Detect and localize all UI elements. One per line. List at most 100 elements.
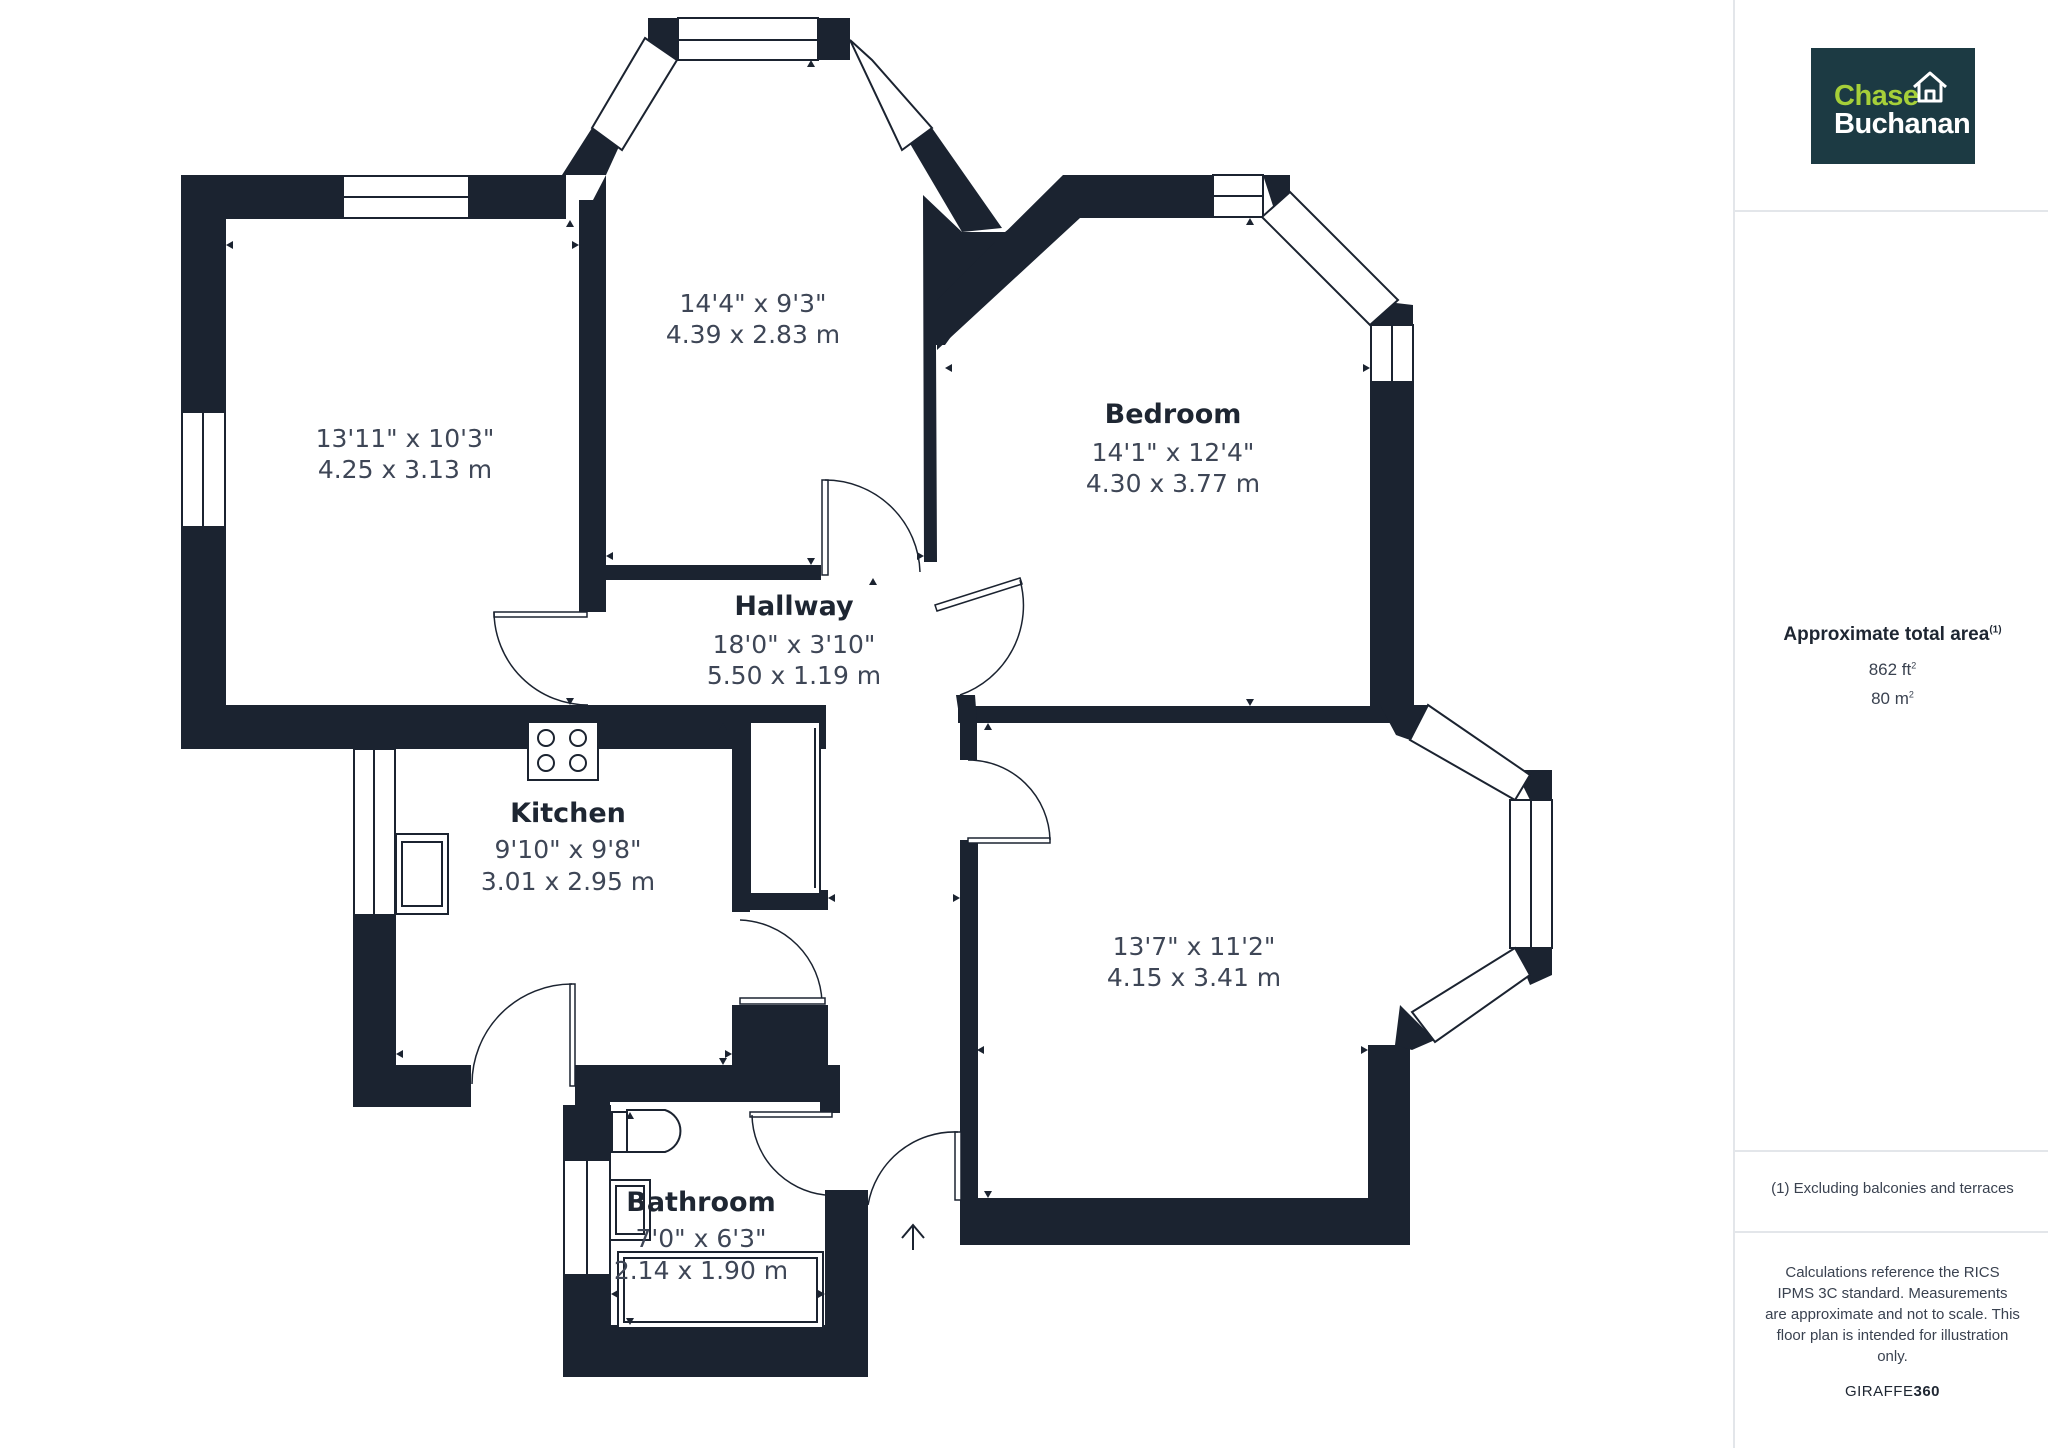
tick [1246, 218, 1254, 225]
tick [977, 1046, 984, 1054]
room-right-metric: 4.15 x 3.41 m [1107, 963, 1281, 992]
hob-ring-2 [569, 729, 587, 747]
tick [396, 1050, 403, 1058]
total-area-title-text: Approximate total area [1783, 624, 1990, 645]
toilet-bowl [626, 1109, 682, 1153]
wall-kitchen-se-block [732, 1005, 828, 1065]
tick [566, 698, 574, 705]
door-kitchen-east-swing [739, 919, 823, 1003]
room-top-imperial: 14'4" x 9'3" [680, 289, 827, 318]
hob-ring-4 [569, 754, 587, 772]
room-top-metric: 4.39 x 2.83 m [666, 320, 840, 349]
door-entrance-swing [867, 1131, 959, 1206]
area-footnote: (1) Excluding balconies and terraces [1771, 1180, 2014, 1197]
cupboard-fixture [749, 721, 821, 895]
hallway-metric: 5.50 x 1.19 m [707, 661, 881, 690]
door-kitchen-south-leaf [569, 983, 576, 1087]
total-area-sqm-value: 80 m [1871, 689, 1909, 708]
tick [719, 1058, 727, 1065]
sidebar-divider [1735, 1150, 2048, 1152]
wall-right-room-south [960, 1198, 1410, 1245]
room-bathroom: Bathroom 7'0" x 6'3" 2.14 x 1.90 m [614, 1187, 788, 1285]
walls [181, 18, 1552, 1377]
sqm-superscript: 2 [1908, 689, 1914, 700]
room-right-imperial: 13'7" x 11'2" [1113, 932, 1276, 961]
wall-left-room-south [181, 705, 826, 749]
door-bedroom-leaf [934, 577, 1023, 612]
wall-left-room-east [579, 200, 593, 612]
logo-line-1: Chase [1834, 80, 1919, 112]
tick [1363, 364, 1370, 372]
hob-ring-3 [537, 754, 555, 772]
bedroom-metric: 4.30 x 3.77 m [1086, 469, 1260, 498]
wall-top-room-ne [902, 128, 1002, 232]
kitchen-name: Kitchen [510, 798, 626, 829]
wall-right-room-ne-corner [1380, 705, 1428, 740]
window-right-room-se [1410, 946, 1532, 1044]
chase-buchanan-logo: Chase Buchanan [1811, 48, 1975, 164]
wall-bathroom-south [563, 1325, 868, 1377]
sqft-superscript: 2 [1911, 660, 1917, 671]
tick [572, 241, 579, 249]
tick [626, 1112, 634, 1119]
tick [626, 1318, 634, 1325]
wall-right-room-west [960, 840, 978, 1245]
hallway-imperial: 18'0" x 3'10" [713, 630, 876, 659]
wall-right-room-west-top [960, 722, 977, 760]
door-bathroom-swing [751, 1114, 826, 1196]
sidebar-divider [1735, 1231, 2048, 1233]
hob-fixture [527, 721, 599, 781]
sink-basin [401, 841, 443, 907]
door-entrance-leaf [954, 1131, 962, 1201]
wall-top-room-south [593, 565, 821, 580]
tick [807, 558, 815, 565]
floor-plan: 13'11" x 10'3" 4.25 x 3.13 m 14'4" x 9'3… [181, 17, 1553, 1377]
door-kitchen-south-swing [471, 983, 573, 1085]
tick [945, 364, 952, 372]
room-bedroom: Bedroom 14'1" x 12'4" 4.30 x 3.77 m [1086, 399, 1260, 498]
wall-bathroom-top-right [820, 1065, 840, 1113]
entrance-arrow [901, 1223, 925, 1250]
brand-part-2: 360 [1913, 1383, 1941, 1400]
room-left-imperial: 13'11" x 10'3" [316, 424, 495, 453]
room-top: 14'4" x 9'3" 4.39 x 2.83 m [666, 289, 840, 349]
brand-part-1: GIRAFFE [1844, 1383, 1914, 1400]
bathroom-imperial: 7'0" x 6'3" [635, 1224, 766, 1253]
basin-bowl [615, 1185, 645, 1235]
giraffe360-brand: GIRAFFE360 [1735, 1383, 2048, 1400]
wall-bathroom-nw [575, 1102, 610, 1112]
room-labels: 13'11" x 10'3" 4.25 x 3.13 m 14'4" x 9'3… [316, 289, 1282, 1285]
tick [869, 578, 877, 585]
bath-inner [623, 1257, 818, 1323]
wall-top-room-east [923, 175, 1080, 562]
wall-bathroom-top [575, 1065, 840, 1102]
room-left: 13'11" x 10'3" 4.25 x 3.13 m [316, 424, 495, 484]
logo-line-2: Buchanan [1834, 108, 1971, 140]
tick [226, 241, 233, 249]
tick [606, 552, 613, 560]
door-top-room-swing [824, 479, 921, 573]
sidebar-divider [1735, 210, 2048, 212]
total-area-sqm: 80 m2 [1735, 689, 2048, 709]
bedroom-name: Bedroom [1105, 399, 1242, 430]
kitchen-metric: 3.01 x 2.95 m [481, 867, 655, 896]
entrance-arrow-head [901, 1223, 925, 1239]
room-hallway: Hallway 18'0" x 3'10" 5.50 x 1.19 m [707, 591, 881, 690]
wall-kitchen-cupboard-bottom [732, 893, 828, 910]
wall-top-room-west [593, 175, 606, 612]
measurement-ticks [226, 60, 1370, 1325]
bath-fixture [617, 1251, 824, 1329]
door-bathroom-leaf [749, 1111, 833, 1118]
door-top-room-leaf [821, 479, 829, 576]
sink-fixture [395, 833, 449, 915]
tick [828, 894, 835, 902]
windows [181, 17, 1553, 1276]
room-kitchen: Kitchen 9'10" x 9'8" 3.01 x 2.95 m [481, 798, 655, 896]
tick [719, 723, 727, 730]
tick [1361, 1046, 1368, 1054]
wall-bedroom-east [1370, 382, 1414, 722]
wall-bedroom-sw-corner [956, 695, 977, 722]
window-top-room-ne [849, 39, 934, 152]
tick [917, 552, 924, 560]
toilet-cistern [611, 1111, 628, 1153]
